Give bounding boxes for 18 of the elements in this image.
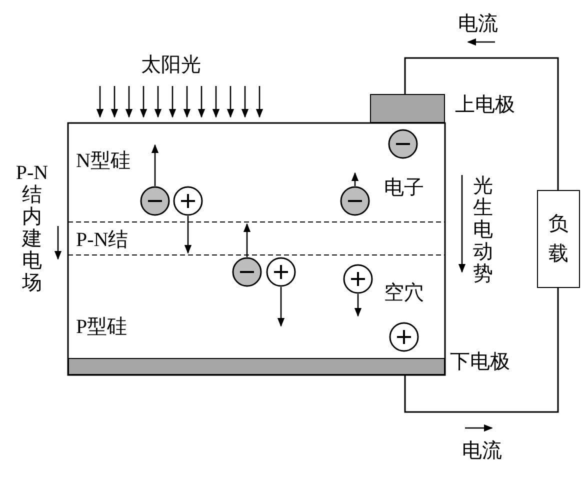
- carrier-label: 电子: [384, 177, 424, 199]
- load-box: [537, 190, 580, 288]
- region-label: N型硅: [76, 150, 130, 172]
- electrode-bar: [68, 358, 445, 375]
- carrier-label: 空穴: [384, 282, 424, 304]
- region-label: P型硅: [76, 316, 128, 338]
- wire: [404, 288, 559, 413]
- electrode-bar: [370, 94, 445, 123]
- electrode-label: 上电极: [455, 94, 515, 116]
- wire: [404, 57, 559, 190]
- load-label: 负载: [548, 212, 570, 267]
- current-label: 电流: [458, 13, 498, 35]
- field-label: P-N结内建电场: [14, 162, 50, 294]
- current-label: 电流: [462, 440, 502, 462]
- region-label: P-N结: [76, 229, 128, 251]
- sunlight-label: 太阳光: [141, 54, 201, 76]
- emf-label: 光生电动势: [472, 175, 494, 285]
- electrode-label: 下电极: [450, 351, 510, 373]
